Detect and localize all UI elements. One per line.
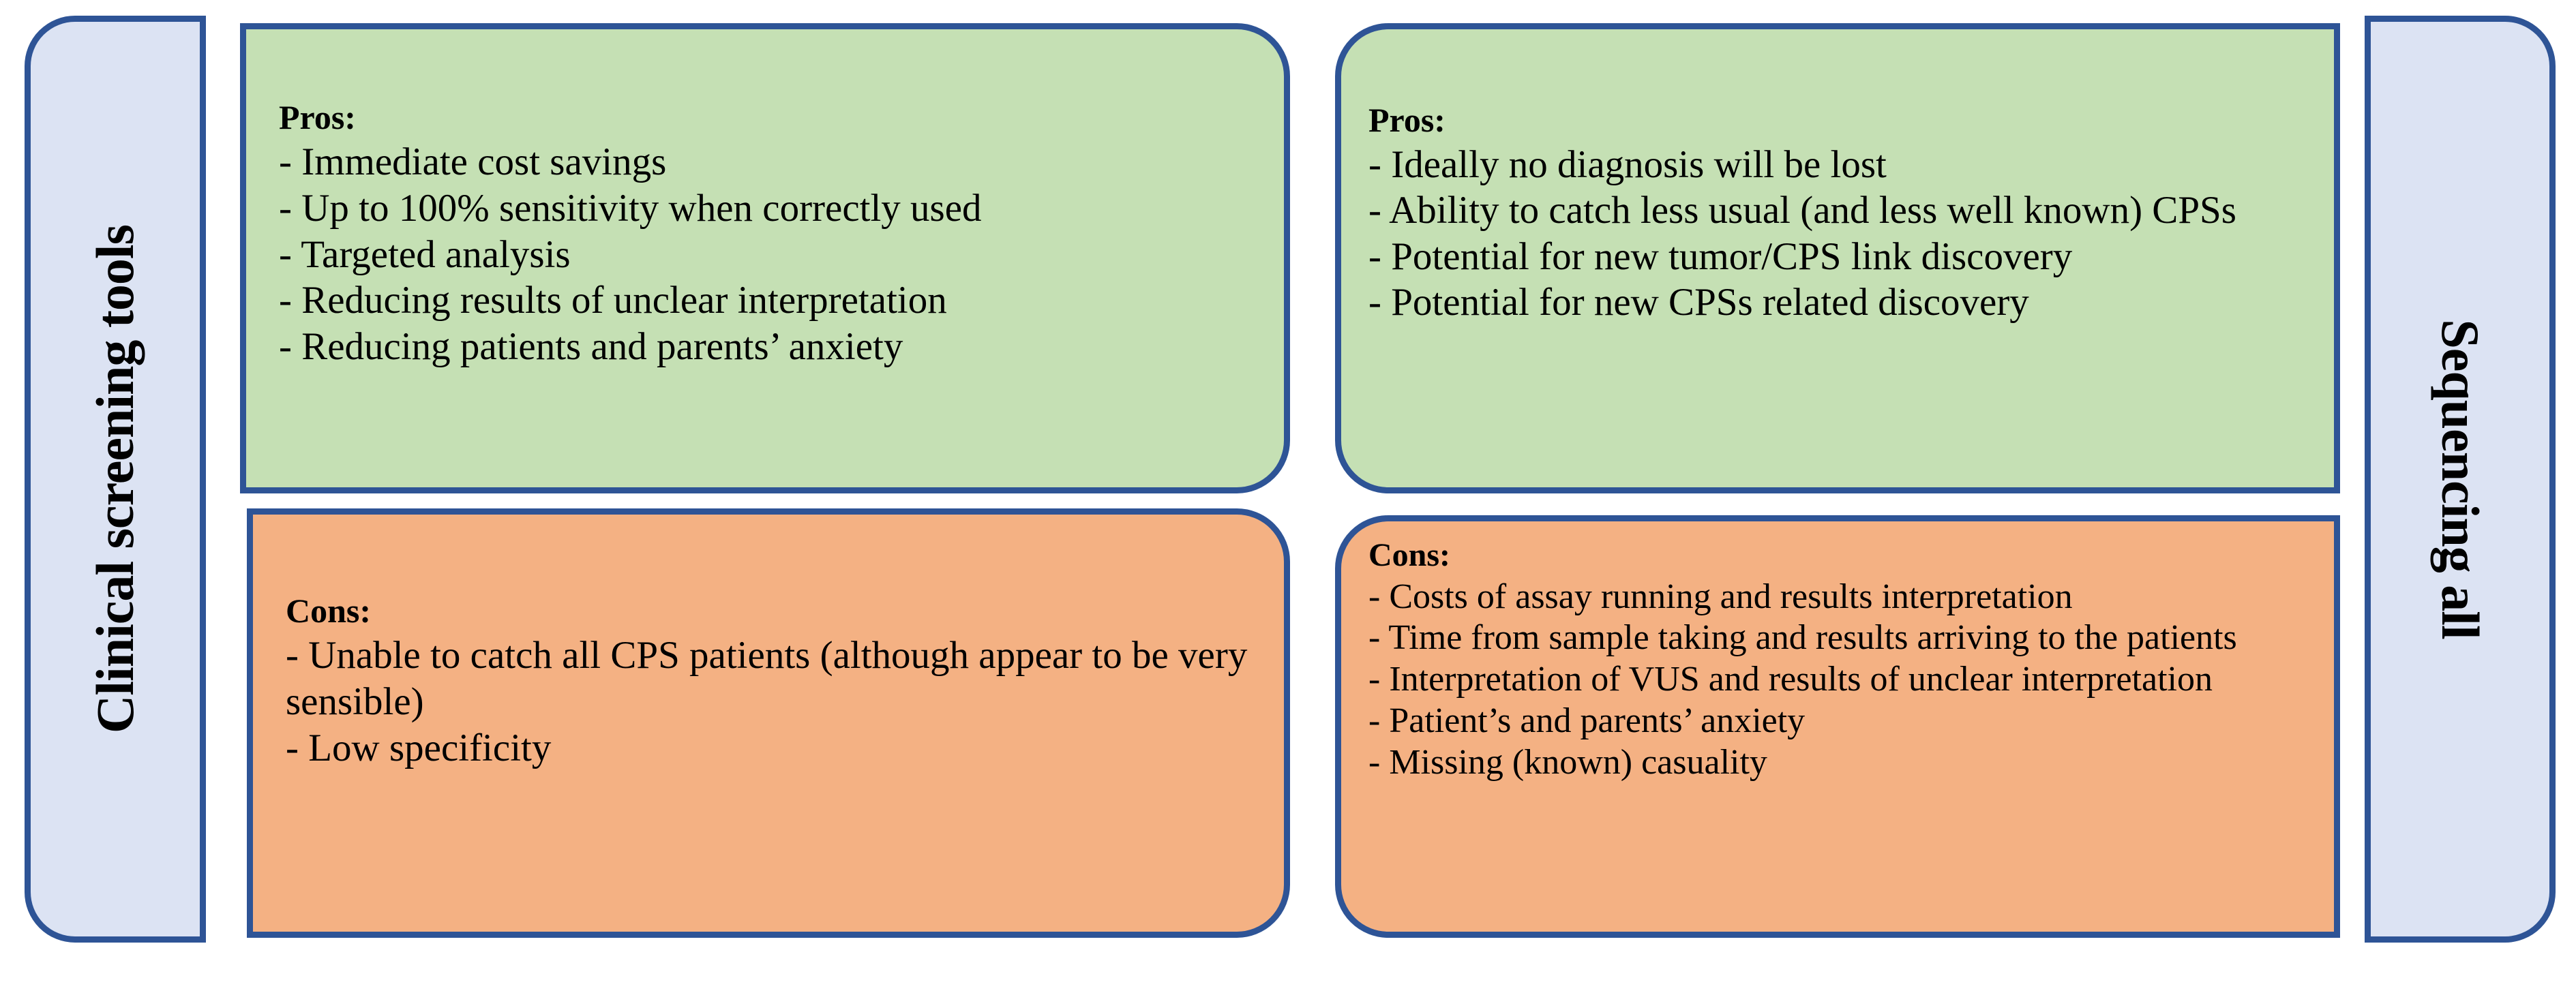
list-item: - Reducing results of unclear interpreta… [279, 279, 947, 322]
pros-sequencing-all-lines: Pros: - Ideally no diagnosis will be los… [1341, 100, 2334, 325]
list-item: - Patient’s and parents’ anxiety [1368, 701, 1806, 741]
right-category-box: Sequencing all [2365, 16, 2556, 943]
cons-clinical-screening-box: Cons: - Unable to catch all CPS patients… [247, 508, 1290, 938]
pros-sequencing-all-content: Pros: - Ideally no diagnosis will be los… [1341, 29, 2334, 558]
pros-heading: Pros: [1368, 101, 1446, 139]
right-category-label: Sequencing all [2431, 319, 2490, 639]
list-item: - Ability to catch less usual (and less … [1368, 189, 2236, 232]
cons-sequencing-all-lines: Cons: - Costs of assay running and resul… [1341, 536, 2334, 784]
list-item: - Potential for new CPSs related discove… [1368, 280, 2029, 324]
cons-sequencing-all-content: Cons: - Costs of assay running and resul… [1341, 521, 2334, 947]
pros-sequencing-all-box: Pros: - Ideally no diagnosis will be los… [1335, 23, 2340, 493]
list-item: - Time from sample taking and results ar… [1368, 618, 2237, 658]
list-item: - Up to 100% sensitivity when correctly … [279, 186, 982, 230]
pros-heading: Pros: [279, 98, 356, 136]
list-item: - Potential for new tumor/CPS link disco… [1368, 234, 2073, 278]
list-item: - Unable to catch all CPS patients (alth… [286, 634, 1257, 723]
list-item: - Reducing patients and parents’ anxiety [279, 325, 903, 369]
pros-clinical-screening-box: Pros: - Immediate cost savings - Up to 1… [240, 23, 1290, 493]
diagram-canvas: Clinical screening tools Pros: - Immedia… [25, 16, 2556, 943]
cons-clinical-screening-lines: Cons: - Unable to catch all CPS patients… [253, 591, 1284, 771]
list-item: - Low specificity [286, 726, 552, 769]
cons-clinical-screening-content: Cons: - Unable to catch all CPS patients… [253, 515, 1284, 1008]
cons-heading: Cons: [1368, 537, 1451, 573]
list-item: - Targeted analysis [279, 232, 571, 276]
left-category-label: Clinical screening tools [85, 225, 145, 733]
list-item: - Costs of assay running and results int… [1368, 577, 2073, 616]
list-item: - Missing (known) casuality [1368, 742, 1767, 782]
list-item: - Interpretation of VUS and results of u… [1368, 660, 2213, 699]
pros-clinical-screening-content: Pros: - Immediate cost savings - Up to 1… [246, 29, 1284, 555]
cons-sequencing-all-box: Cons: - Costs of assay running and resul… [1335, 515, 2340, 938]
list-item: - Ideally no diagnosis will be lost [1368, 143, 1887, 186]
list-item: - Immediate cost savings [279, 140, 667, 183]
pros-clinical-screening-lines: Pros: - Immediate cost savings - Up to 1… [246, 97, 1284, 370]
cons-heading: Cons: [286, 592, 372, 630]
left-category-box: Clinical screening tools [25, 16, 206, 943]
